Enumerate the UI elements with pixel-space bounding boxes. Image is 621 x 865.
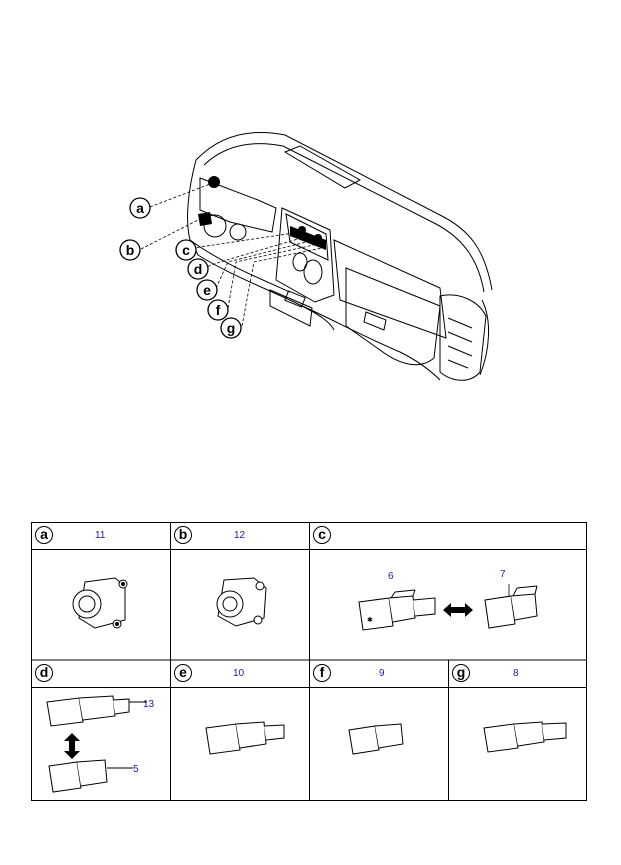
cell-letter: d [35, 664, 53, 682]
part-number: 6 [388, 571, 394, 582]
callout-label: b [126, 242, 135, 258]
cell-d: d 13 5 [31, 660, 170, 801]
cell-letter: g [452, 664, 470, 682]
cell-e: e 10 [170, 660, 309, 801]
svg-text:✱: ✱ [367, 616, 373, 624]
cell-header [309, 660, 448, 688]
part-number: 8 [513, 668, 519, 679]
cell-c: c 6 7 ✱ [309, 522, 587, 660]
callout-label: f [216, 302, 221, 318]
cell-letter: c [313, 526, 331, 544]
switch-illustration [483, 721, 567, 753]
switch-illustration [205, 721, 285, 755]
cell-letter: e [174, 664, 192, 682]
cell-letter: f [313, 664, 331, 682]
switch-illustration: ✱ [358, 589, 436, 631]
callout-f: f [207, 299, 229, 321]
leader-lines [140, 183, 323, 327]
part-number: 13 [143, 699, 155, 710]
dashboard-illustration: a b c d e f g [119, 131, 493, 381]
callout-label: g [227, 320, 236, 336]
cell-a: a 11 [31, 522, 170, 660]
dashboard-outline [187, 131, 493, 381]
part-number: 9 [379, 668, 385, 679]
vertical-arrow-icon [64, 733, 80, 759]
callout-b: b [119, 239, 141, 261]
switch-illustration [72, 577, 128, 629]
part-number: 5 [133, 764, 139, 775]
part-number: 10 [233, 668, 245, 679]
cell-letter: b [174, 526, 192, 544]
cell-g: g 8 [448, 660, 587, 801]
bidirectional-arrow-icon [443, 603, 473, 617]
callout-label: c [182, 242, 190, 258]
cell-header [31, 522, 170, 550]
cell-b: b 12 [170, 522, 309, 660]
callout-label: e [203, 282, 211, 298]
cell-header [170, 660, 309, 688]
switch-illustration [216, 577, 267, 627]
callout-c: c [175, 239, 197, 261]
cell-header [309, 522, 587, 550]
cell-header [170, 522, 309, 550]
switch-illustration [46, 695, 147, 727]
part-number: 12 [234, 530, 246, 541]
grid-lines [31, 522, 587, 801]
part-number: 11 [95, 530, 106, 541]
cell-header [31, 660, 170, 688]
switch-illustration [48, 759, 133, 793]
cell-header [448, 660, 587, 688]
callout-d: d [187, 258, 209, 280]
callout-a: a [129, 197, 151, 219]
callout-label: d [194, 261, 203, 277]
switch-locations [198, 176, 326, 250]
switch-illustration [348, 723, 404, 755]
callout-g: g [220, 317, 242, 339]
parts-grid: a 11 b 12 [31, 522, 587, 801]
part-number: 7 [500, 569, 506, 580]
cell-f: f 9 [309, 660, 448, 801]
callout-label: a [136, 200, 144, 216]
switch-illustration [484, 584, 538, 629]
callout-e: e [196, 279, 218, 301]
cell-letter: a [35, 526, 53, 544]
